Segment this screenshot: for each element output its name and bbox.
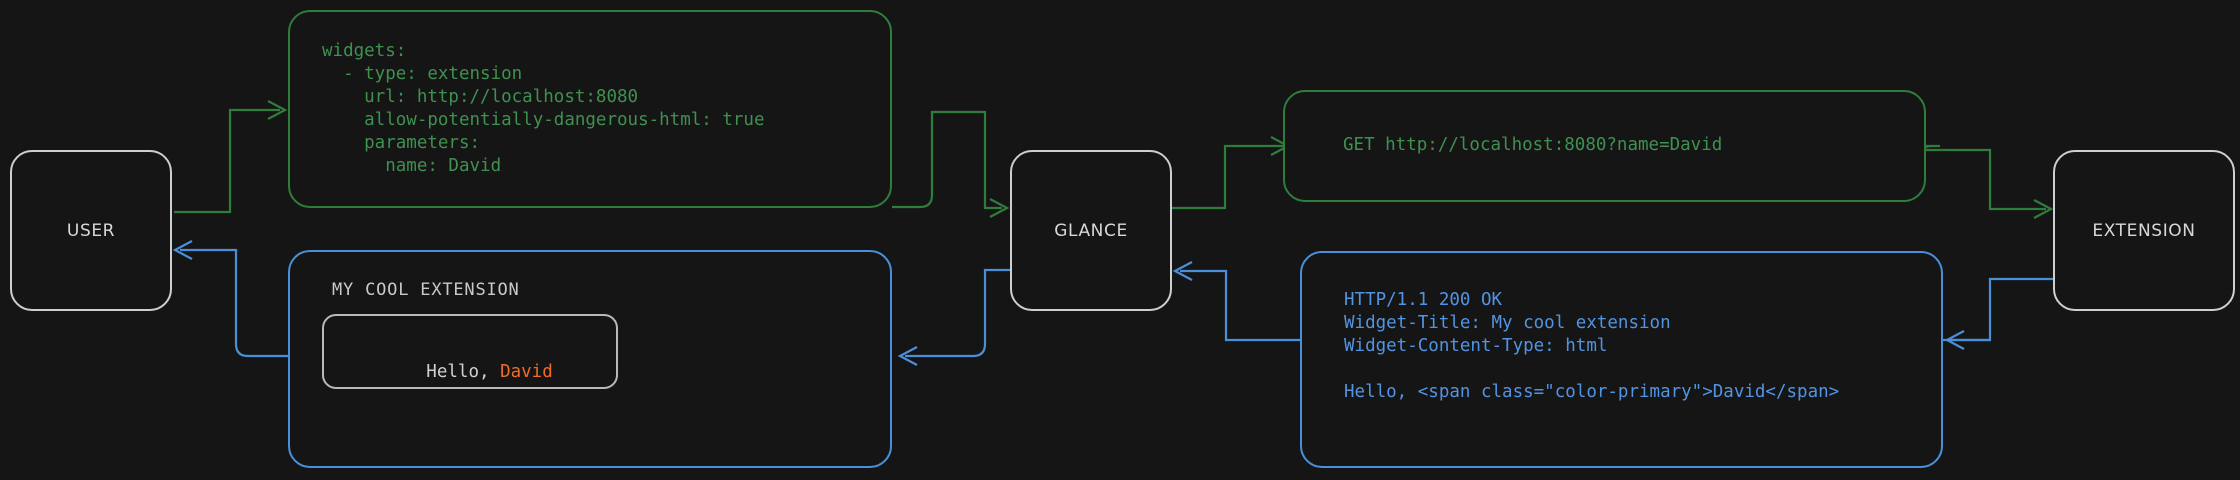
wire-glance-to-widget: [905, 268, 1010, 358]
node-glance[interactable]: GLANCE: [1010, 150, 1172, 311]
http-response-code: HTTP/1.1 200 OK Widget-Title: My cool ex…: [1344, 290, 1840, 402]
node-user[interactable]: USER: [10, 150, 172, 311]
wire-response-to-glance: [1180, 269, 1300, 342]
greeting-prefix: Hello,: [426, 362, 501, 382]
panel-config-yaml: widgets: - type: extension url: http://l…: [288, 10, 892, 208]
arrowhead-config-to-glance: [989, 198, 1010, 218]
config-yaml-code: widgets: - type: extension url: http://l…: [322, 41, 765, 176]
arrowhead-request-to-extension: [2033, 199, 2054, 219]
node-user-label: USER: [66, 220, 116, 241]
rendered-widget-title: MY COOL EXTENSION: [332, 280, 520, 300]
node-extension-label: EXTENSION: [2092, 220, 2196, 241]
node-extension[interactable]: EXTENSION: [2053, 150, 2235, 311]
arrowhead-response-to-glance: [1172, 261, 1193, 281]
rendered-widget-card: Hello, David: [322, 314, 618, 389]
greeting-name: David: [500, 362, 553, 382]
http-request-code: GET http://localhost:8080?name=David: [1343, 135, 1723, 155]
panel-http-response: HTTP/1.1 200 OK Widget-Title: My cool ex…: [1300, 251, 1943, 468]
wire-user-to-config: [174, 108, 280, 214]
rendered-widget-greeting: Hello, David: [342, 342, 553, 402]
arrowhead-glance-to-widget: [897, 346, 918, 366]
wire-config-to-glance: [892, 110, 1002, 210]
panel-http-request: GET http://localhost:8080?name=David: [1283, 90, 1926, 202]
panel-rendered-widget: MY COOL EXTENSION Hello, David: [288, 250, 892, 468]
arrowhead-extension-to-response: [1944, 330, 1965, 350]
arrowhead-widget-to-user: [172, 240, 193, 260]
node-glance-label: GLANCE: [1054, 220, 1128, 241]
wire-widget-to-user: [180, 248, 288, 358]
arrowhead-user-to-config: [267, 100, 288, 120]
wire-glance-to-request: [1172, 144, 1283, 210]
